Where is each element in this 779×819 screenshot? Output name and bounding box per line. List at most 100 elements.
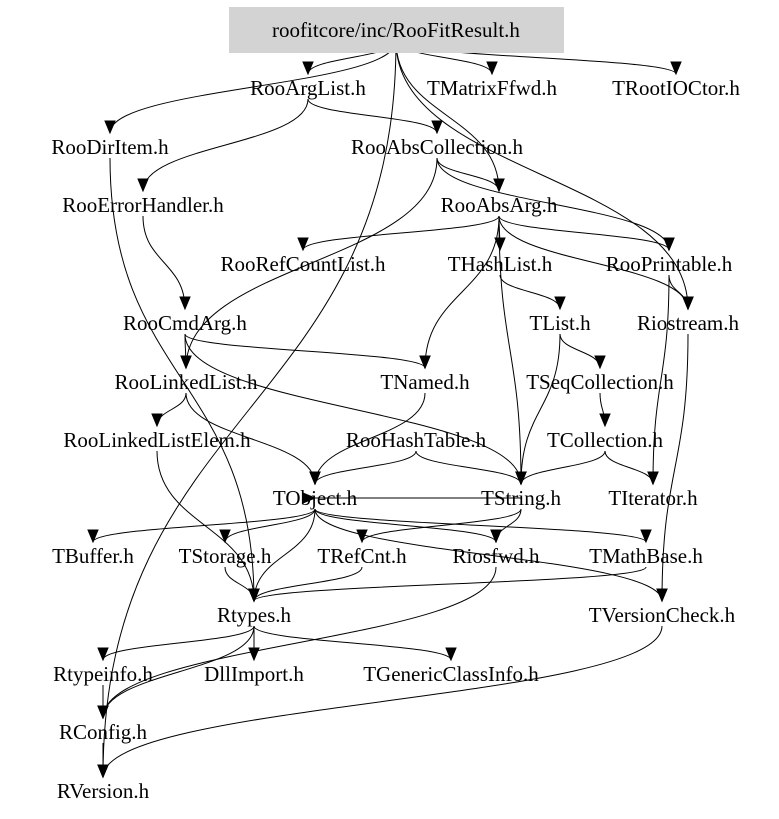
- node-label: TString.h: [481, 486, 561, 510]
- edge-root-to-RooAbsArg: [395, 40, 500, 192]
- node-label: TNamed.h: [380, 370, 470, 394]
- graph-node[interactable]: TGenericClassInfo.h: [363, 662, 539, 686]
- graph-node[interactable]: RooAbsArg.h: [441, 193, 558, 217]
- edge-RooAbsArg-to-RooPrintable: [498, 215, 670, 251]
- graph-node[interactable]: TVersionCheck.h: [589, 603, 736, 627]
- edge-Riostream-to-TVersionCheck: [661, 333, 689, 602]
- graph-node[interactable]: RooDirItem.h: [51, 135, 169, 159]
- arrowhead-icon: [493, 178, 505, 193]
- graph-node[interactable]: TStorage.h: [179, 544, 272, 568]
- edge-RooAbsArg-to-RooRefCountList: [302, 215, 500, 251]
- arrowhead-icon: [682, 296, 694, 311]
- edge-RooArgList-to-RooErrorHandler: [142, 98, 309, 192]
- graph-node[interactable]: Rtypeinfo.h: [53, 662, 153, 686]
- arrowhead-icon: [445, 647, 457, 662]
- edge-TVersionCheck-to-RVersion: [102, 625, 663, 778]
- graph-node[interactable]: RooPrintable.h: [606, 252, 733, 276]
- graph-node[interactable]: TList.h: [529, 311, 591, 335]
- edge-TObject-to-TStorage: [224, 508, 316, 543]
- edge-RooPrintable-to-Riostream: [668, 274, 689, 310]
- node-label: Riostream.h: [637, 311, 740, 335]
- edge-TMathBase-to-Rtypes: [253, 566, 647, 602]
- graph-node[interactable]: RooHashTable.h: [346, 428, 487, 452]
- arrowhead-icon: [151, 413, 163, 428]
- graph-node[interactable]: RooLinkedListElem.h: [63, 428, 251, 452]
- node-label: DllImport.h: [204, 662, 304, 686]
- graph-node[interactable]: Rtypes.h: [217, 603, 292, 627]
- edges-layer: [87, 40, 694, 779]
- graph-node[interactable]: TCollection.h: [547, 428, 664, 452]
- graph-node[interactable]: RooAbsCollection.h: [351, 135, 524, 159]
- arrowhead-icon: [494, 237, 506, 252]
- edge-RooAbsArg-to-TNamed: [424, 215, 500, 369]
- graph-node[interactable]: THashList.h: [448, 252, 553, 276]
- graph-node[interactable]: TMatrixFfwd.h: [427, 76, 558, 100]
- graph-node[interactable]: TRefCnt.h: [317, 544, 407, 568]
- graph-node[interactable]: RooCmdArg.h: [123, 311, 247, 335]
- edge-Riosfwd-to-RConfig: [102, 566, 497, 719]
- arrowhead-icon: [490, 529, 502, 544]
- node-label: RConfig.h: [59, 720, 148, 744]
- node-label: THashList.h: [448, 252, 553, 276]
- arrowhead-icon: [302, 61, 314, 76]
- graph-node[interactable]: TBuffer.h: [52, 544, 134, 568]
- edge-RooAbsArg-to-TString: [498, 215, 522, 485]
- nodes-layer: roofitcore/inc/RooFitResult.hRooArgList.…: [51, 7, 740, 803]
- graph-node[interactable]: Riostream.h: [637, 311, 740, 335]
- graph-node[interactable]: DllImport.h: [204, 662, 304, 686]
- arrowhead-icon: [431, 120, 443, 135]
- graph-node[interactable]: TNamed.h: [380, 370, 470, 394]
- edge-RooArgList-to-RooAbsCollection: [307, 98, 438, 134]
- arrowhead-icon: [137, 178, 149, 193]
- node-label: TIterator.h: [608, 486, 698, 510]
- graph-node[interactable]: TRootIOCtor.h: [612, 76, 740, 100]
- edge-THashList-to-TList: [499, 274, 561, 310]
- node-label: RooArgList.h: [250, 76, 366, 100]
- arrowhead-icon: [179, 296, 191, 311]
- graph-node[interactable]: RooRefCountList.h: [220, 252, 386, 276]
- graph-node[interactable]: TString.h: [481, 486, 561, 510]
- node-label: TObject.h: [273, 486, 358, 510]
- arrowhead-icon: [656, 588, 668, 603]
- node-label: RooDirItem.h: [51, 135, 169, 159]
- graph-node[interactable]: TMathBase.h: [589, 544, 703, 568]
- graph-node[interactable]: TObject.h: [273, 486, 358, 510]
- graph-node[interactable]: RVersion.h: [57, 779, 150, 803]
- arrowhead-icon: [670, 61, 682, 76]
- node-label: TRefCnt.h: [317, 544, 407, 568]
- arrowhead-icon: [515, 471, 527, 486]
- edge-TObject-to-TBuffer: [92, 508, 316, 543]
- arrowhead-icon: [87, 529, 99, 544]
- edge-RooLinkedListElem-to-Rtypes: [156, 450, 255, 602]
- root-node[interactable]: roofitcore/inc/RooFitResult.h: [229, 7, 564, 53]
- arrowhead-icon: [647, 471, 659, 486]
- node-label: RooHashTable.h: [346, 428, 487, 452]
- graph-node[interactable]: TIterator.h: [608, 486, 698, 510]
- edge-TCollection-to-TIterator: [604, 450, 654, 485]
- edge-TObject-to-Rtypes: [253, 508, 316, 602]
- arrowhead-icon: [486, 61, 498, 76]
- arrowhead-icon: [309, 471, 321, 486]
- edge-RooAbsCollection-to-RooLinkedList: [185, 157, 438, 369]
- arrowhead-icon: [97, 764, 109, 779]
- graph-node[interactable]: RooErrorHandler.h: [62, 193, 224, 217]
- graph-node[interactable]: RooLinkedList.h: [115, 370, 258, 394]
- graph-node[interactable]: TSeqCollection.h: [526, 370, 674, 394]
- arrowhead-icon: [97, 647, 109, 662]
- edge-TString-to-TRefCnt: [361, 508, 522, 543]
- root-node-box: [229, 7, 564, 53]
- graph-node[interactable]: RooArgList.h: [250, 76, 366, 100]
- node-label: TMathBase.h: [589, 544, 703, 568]
- graph-node[interactable]: RConfig.h: [59, 720, 148, 744]
- edge-Rtypes-to-Rtypeinfo: [102, 625, 255, 661]
- node-label: RooAbsArg.h: [441, 193, 558, 217]
- edge-TList-to-TString: [520, 333, 561, 485]
- arrowhead-icon: [640, 529, 652, 544]
- node-label: TVersionCheck.h: [589, 603, 736, 627]
- graph-node[interactable]: Riosfwd.h: [453, 544, 540, 568]
- edge-RooErrorHandler-to-RooCmdArg: [142, 215, 186, 310]
- node-label: RVersion.h: [57, 779, 150, 803]
- edge-TObject-to-TVersionCheck: [314, 508, 663, 602]
- edge-TNamed-to-TObject: [314, 392, 426, 485]
